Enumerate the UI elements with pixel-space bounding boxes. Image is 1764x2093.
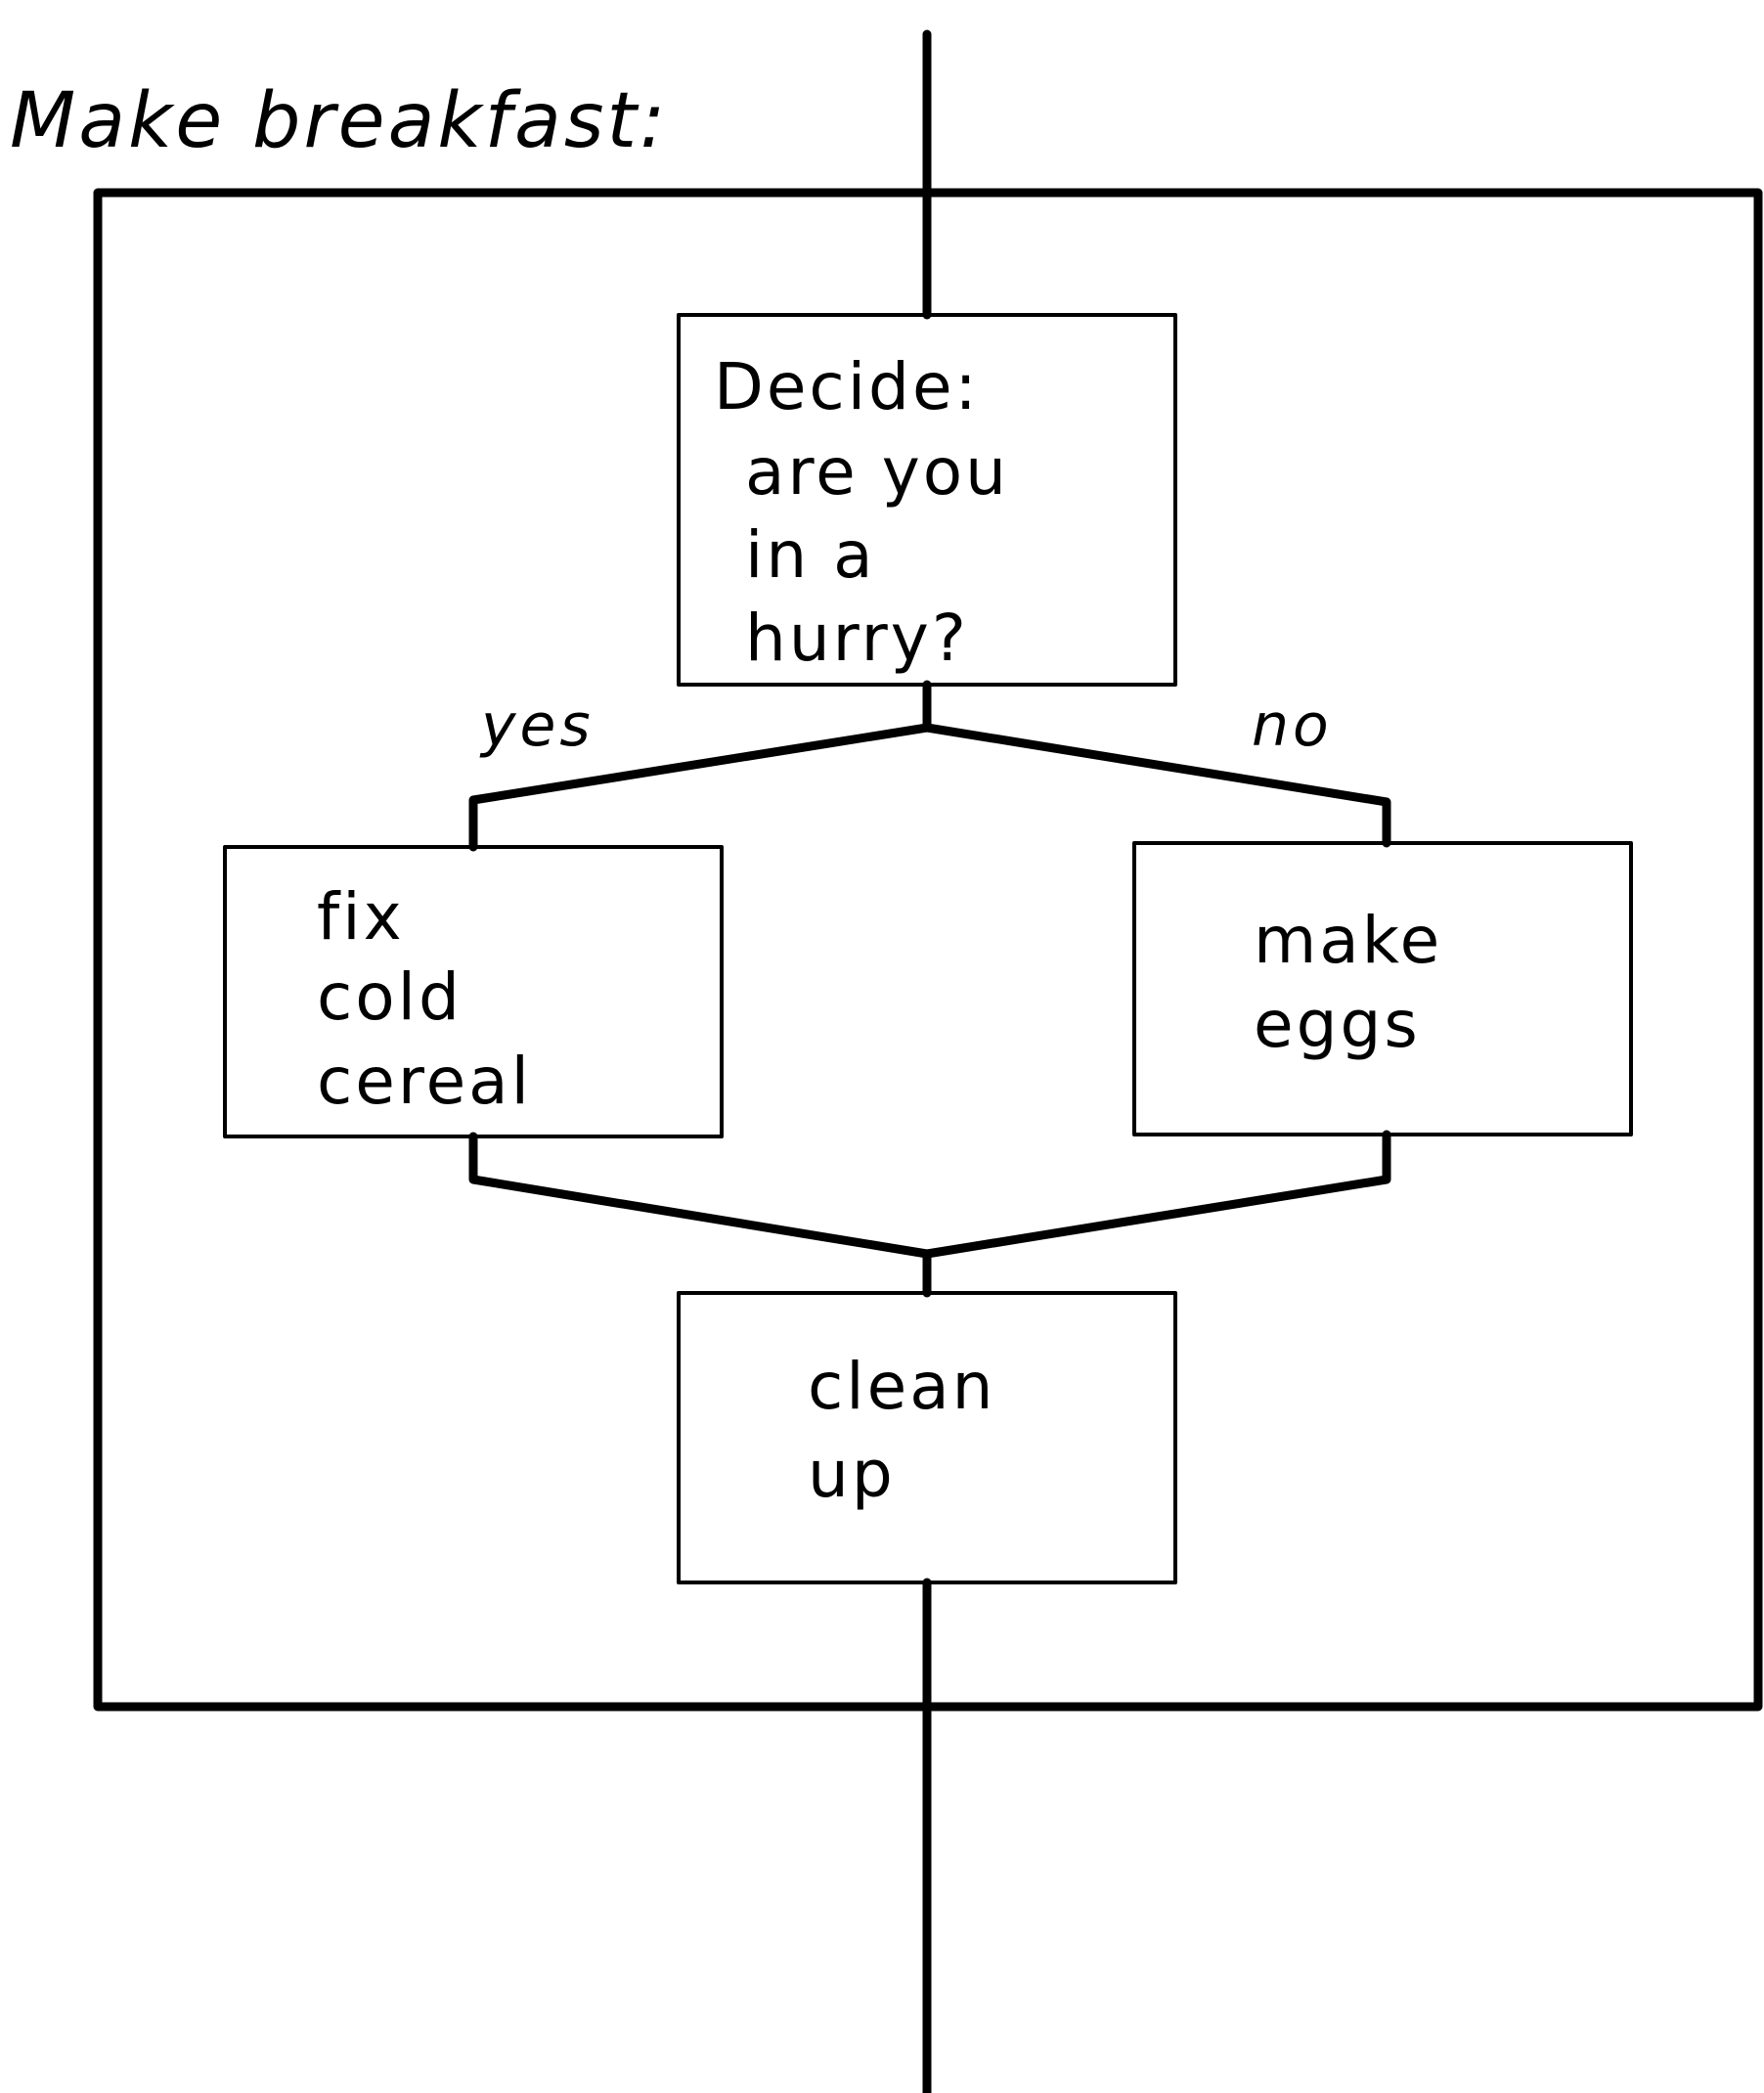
yes-action-line-1: fix	[317, 879, 405, 955]
decision-heading: Decide:	[714, 349, 980, 424]
diagram-title: Make breakfast:	[10, 77, 668, 165]
clean-up-line-2: up	[808, 1437, 896, 1512]
decision-line-2: in a	[745, 517, 876, 593]
yes-label: yes	[479, 691, 595, 760]
clean-up-line-1: clean	[808, 1349, 996, 1424]
no-action-line-1: make	[1254, 903, 1442, 978]
no-merge-line	[922, 1130, 1391, 1259]
decision-line-1: are you	[745, 434, 1009, 510]
no-branch-line	[922, 723, 1391, 848]
yes-action-box: fix cold cereal	[223, 845, 724, 1138]
decision-line-3: hurry?	[745, 601, 969, 676]
clean-up-box-border	[677, 1291, 1177, 1584]
yes-action-line-2: cold	[317, 959, 463, 1035]
yes-branch-line	[468, 723, 932, 852]
no-action-line-2: eggs	[1254, 987, 1421, 1062]
yes-merge-line	[468, 1132, 932, 1259]
yes-action-line-3: cereal	[317, 1044, 532, 1119]
no-action-box: make eggs	[1132, 841, 1633, 1136]
decision-box: Decide: are you in a hurry?	[677, 313, 1177, 687]
no-label: no	[1252, 691, 1333, 760]
clean-up-box: clean up	[677, 1291, 1177, 1584]
